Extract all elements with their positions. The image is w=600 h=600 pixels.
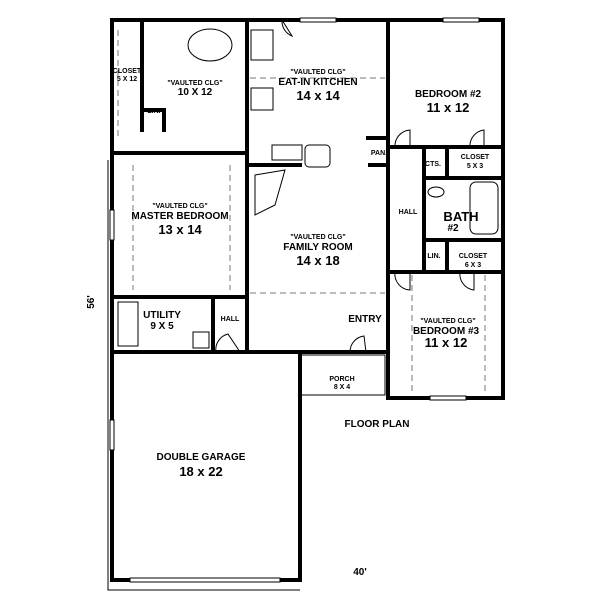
bedroom3-note: "VAULTED CLG" <box>420 318 476 325</box>
utility-name: UTILITY <box>143 310 181 321</box>
garage-size: 18 x 22 <box>179 464 223 479</box>
master-linen: LIN. <box>147 108 161 115</box>
fireplace-icon <box>254 169 286 216</box>
cts-label: CTS. <box>425 161 441 168</box>
kitchen-note: "VAULTED CLG" <box>290 69 346 76</box>
garage-name: DOUBLE GARAGE <box>156 452 246 463</box>
doors <box>215 19 485 353</box>
bedroom3-name: BEDROOM #3 <box>412 326 480 337</box>
washer-dryer-icon <box>117 301 139 347</box>
depth-dimension: 56' <box>86 295 97 309</box>
closet-6x3-name: CLOSET <box>458 253 488 260</box>
master-bath-size: 10 X 12 <box>177 87 213 98</box>
hall-left-label: HALL <box>220 316 240 323</box>
width-dimension: 40' <box>353 567 367 578</box>
bath-sink-icon <box>427 186 445 198</box>
family-room-name: FAMILY ROOM <box>283 242 353 253</box>
water-heater-icon <box>192 331 210 349</box>
master-bedroom-size: 13 x 14 <box>158 222 202 237</box>
fridge-icon <box>250 29 274 61</box>
windows <box>107 17 480 591</box>
pantry-label: PAN. <box>370 150 388 157</box>
bedroom2-size: 11 x 12 <box>426 100 470 115</box>
closet-5x3-name: CLOSET <box>460 154 490 161</box>
utility-size: 9 X 5 <box>150 321 174 332</box>
bath2-name: BATH <box>443 209 479 224</box>
kitchen-size: 14 x 14 <box>296 88 340 103</box>
bedroom3-size: 11 x 12 <box>424 335 468 350</box>
entry-label: ENTRY <box>348 314 382 325</box>
closet-5x3-size: 5 X 3 <box>466 163 484 170</box>
master-bedroom-name: MASTER BEDROOM <box>131 211 229 222</box>
island-icon <box>304 144 331 168</box>
closet-master-name: CLOSET <box>112 68 142 75</box>
hall-right-label: HALL <box>398 209 418 216</box>
garage-door <box>129 577 281 583</box>
bedroom2-name: BEDROOM #2 <box>414 89 482 100</box>
tub-icon <box>187 28 233 62</box>
ceiling-lines <box>117 30 486 395</box>
kitchen-name: EAT-IN KITCHEN <box>278 77 358 88</box>
master-bedroom-note: "VAULTED CLG" <box>152 203 208 210</box>
porch-name: PORCH <box>329 376 355 383</box>
porch-size: 8 X 4 <box>333 384 351 391</box>
linen-right-label: LIN. <box>427 253 441 260</box>
family-room-size: 14 x 18 <box>296 253 340 268</box>
sink-icon <box>271 144 303 161</box>
bath2-number: #2 <box>447 223 459 234</box>
closet-master-size: 5 X 12 <box>116 76 138 83</box>
closet-6x3-size: 6 X 3 <box>464 262 482 269</box>
family-room-note: "VAULTED CLG" <box>290 234 346 241</box>
floor-plan-title: FLOOR PLAN <box>344 419 410 430</box>
range-icon <box>250 87 274 111</box>
bathtub-icon <box>469 181 499 235</box>
master-bath-note: "VAULTED CLG" <box>167 80 223 87</box>
fixtures <box>117 28 499 349</box>
interior-walls <box>110 18 505 400</box>
